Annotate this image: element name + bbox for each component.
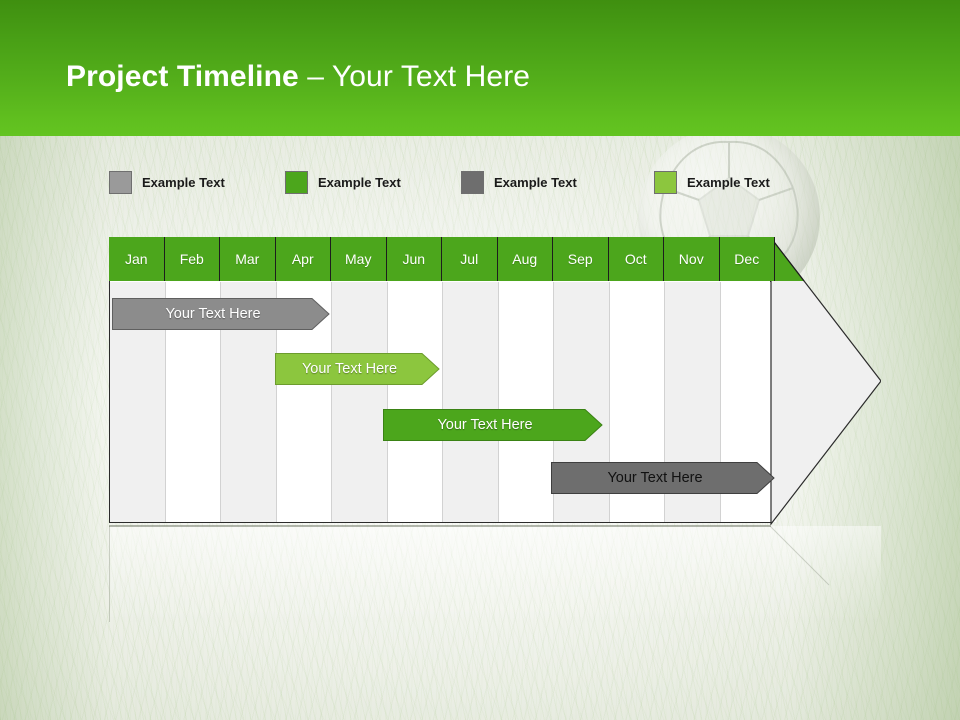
task-bar-1[interactable]: Your Text Here (112, 298, 330, 330)
grid-column-jul (443, 282, 499, 522)
grid-column-may (332, 282, 388, 522)
month-cell-feb[interactable]: Feb (164, 237, 220, 281)
chart-reflection-arrow (769, 525, 881, 595)
legend-label-3: Example Text (494, 174, 577, 190)
month-cell-jan[interactable]: Jan (109, 237, 165, 281)
task-bar-2[interactable]: Your Text Here (275, 353, 440, 385)
legend-swatch-icon-1 (109, 170, 132, 194)
month-cell-jun[interactable]: Jun (386, 237, 442, 281)
month-cell-apr[interactable]: Apr (275, 237, 331, 281)
legend-label-4: Example Text (687, 174, 770, 190)
task-bar-2-label: Your Text Here (301, 361, 398, 377)
title-band (0, 0, 960, 136)
legend-swatch-icon-4 (654, 170, 677, 194)
month-cell-may[interactable]: May (331, 237, 387, 281)
legend-item-1[interactable]: Example Text (109, 170, 225, 194)
task-bar-1-label: Your Text Here (165, 306, 261, 322)
page-title: Project Timeline – Your Text Here (66, 60, 530, 94)
task-bar-3[interactable]: Your Text Here (383, 409, 603, 441)
month-cell-oct[interactable]: Oct (608, 237, 664, 281)
chart-reflection (109, 526, 881, 622)
page-title-bold: Project Timeline (66, 60, 299, 93)
month-header-row: Jan Feb Mar Apr May Jun Jul Aug Sep Oct … (109, 237, 775, 281)
legend-swatch-icon-2 (285, 170, 308, 194)
legend-label-1: Example Text (142, 174, 225, 190)
page-title-rest: – Your Text Here (298, 60, 531, 93)
legend-item-4[interactable]: Example Text (654, 170, 770, 194)
legend-item-2[interactable]: Example Text (285, 170, 401, 194)
month-cell-dec[interactable]: Dec (719, 237, 775, 281)
legend: Example Text Example Text Example Text E… (109, 170, 829, 194)
legend-label-2: Example Text (318, 174, 401, 190)
timeline-arrow-head (769, 236, 882, 526)
legend-swatch-icon-3 (461, 170, 484, 194)
task-bar-4-label: Your Text Here (607, 470, 703, 486)
grid-column-jun (387, 282, 443, 522)
month-cell-jul[interactable]: Jul (442, 237, 498, 281)
grid-column-aug (498, 282, 554, 522)
month-cell-nov[interactable]: Nov (664, 237, 720, 281)
timeline-chart: Jan Feb Mar Apr May Jun Jul Aug Sep Oct … (109, 236, 882, 526)
month-cell-mar[interactable]: Mar (220, 237, 276, 281)
task-bar-3-label: Your Text Here (437, 417, 533, 433)
month-cell-aug[interactable]: Aug (497, 237, 553, 281)
task-bar-4[interactable]: Your Text Here (551, 462, 775, 494)
chart-bottom-edge (109, 525, 771, 527)
month-cell-sep[interactable]: Sep (553, 237, 609, 281)
legend-item-3[interactable]: Example Text (461, 170, 577, 194)
